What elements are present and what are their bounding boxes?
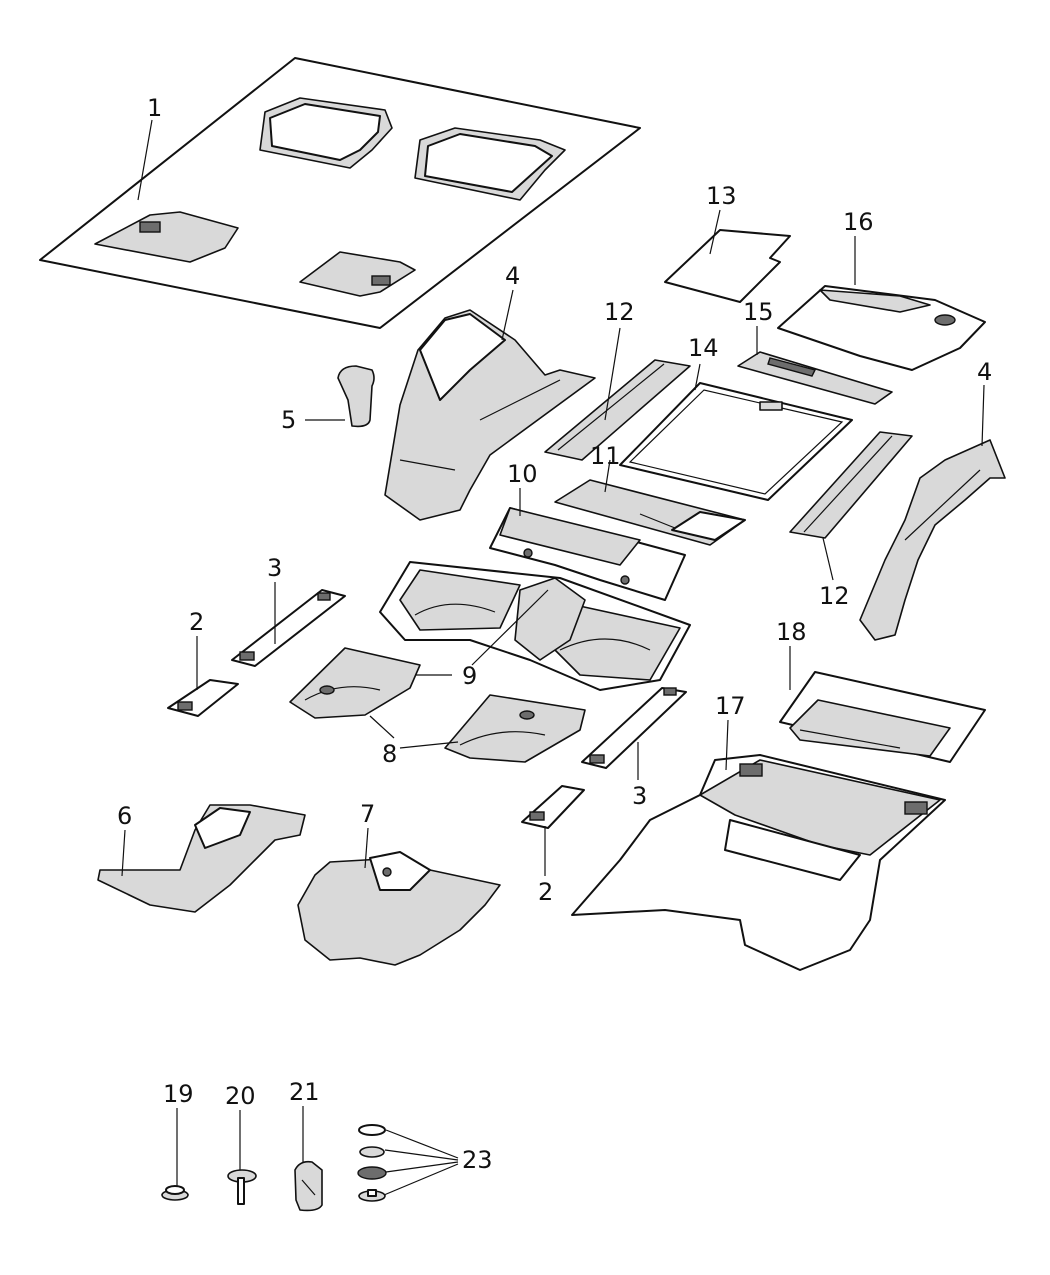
callout-21: 21 <box>289 1078 320 1106</box>
callout-15: 15 <box>743 298 774 326</box>
callout-4: 4 <box>977 358 992 386</box>
part-8-mat-right <box>444 694 586 763</box>
part-17-rear-floor <box>571 754 946 971</box>
part-11-panel <box>554 479 746 546</box>
callout-9: 9 <box>462 662 477 690</box>
part-3-strip-right <box>581 687 687 769</box>
part-7-panel <box>297 851 501 966</box>
part-2-plate-left <box>167 679 239 717</box>
callout-11: 11 <box>590 442 621 470</box>
callout-2: 2 <box>189 608 204 636</box>
callout-23: 23 <box>462 1146 493 1174</box>
callout-18: 18 <box>776 618 807 646</box>
callout-13: 13 <box>706 182 737 210</box>
part-9-floor-pan <box>379 561 691 691</box>
part-16-cargo-cover <box>777 285 986 371</box>
part-8-mat-left <box>289 647 421 719</box>
callout-8: 8 <box>382 740 397 768</box>
part-23-fasteners <box>357 1124 387 1202</box>
part-6-panel <box>97 804 306 913</box>
callout-3: 3 <box>267 554 282 582</box>
callout-7: 7 <box>360 800 375 828</box>
callout-2: 2 <box>538 878 553 906</box>
part-4-trim-right <box>859 439 1006 641</box>
part-21-clip <box>294 1160 323 1212</box>
callout-10: 10 <box>507 460 538 488</box>
callout-19: 19 <box>163 1080 194 1108</box>
part-12-sill-right <box>789 431 913 539</box>
callout-16: 16 <box>843 208 874 236</box>
part-19-fastener <box>161 1185 189 1201</box>
callout-5: 5 <box>281 406 296 434</box>
callout-14: 14 <box>688 334 719 362</box>
part-3-strip-left <box>231 589 346 667</box>
callout-3: 3 <box>632 782 647 810</box>
part-13-panel <box>664 229 791 303</box>
part-10-bracket <box>489 507 686 601</box>
part-18-cargo-bin <box>779 671 986 763</box>
part-12-sill-left <box>544 359 691 461</box>
callout-labels: 1 2 2 3 3 4 4 5 6 7 8 9 10 11 12 12 13 1… <box>117 94 992 1174</box>
callout-1: 1 <box>147 94 162 122</box>
leader-lines <box>121 119 985 1196</box>
callout-6: 6 <box>117 802 132 830</box>
callout-12: 12 <box>819 582 850 610</box>
callout-17: 17 <box>715 692 746 720</box>
part-14-cargo-mat <box>619 382 853 501</box>
part-1-floor-mats <box>39 57 641 329</box>
callout-4: 4 <box>505 262 520 290</box>
part-5-clip <box>337 365 375 428</box>
callout-12: 12 <box>604 298 635 326</box>
callout-20: 20 <box>225 1082 256 1110</box>
part-15-trim-strip <box>737 351 893 405</box>
part-2-plate-right <box>521 785 585 829</box>
part-20-fastener <box>227 1169 257 1205</box>
part-4-trim-left <box>384 309 596 521</box>
